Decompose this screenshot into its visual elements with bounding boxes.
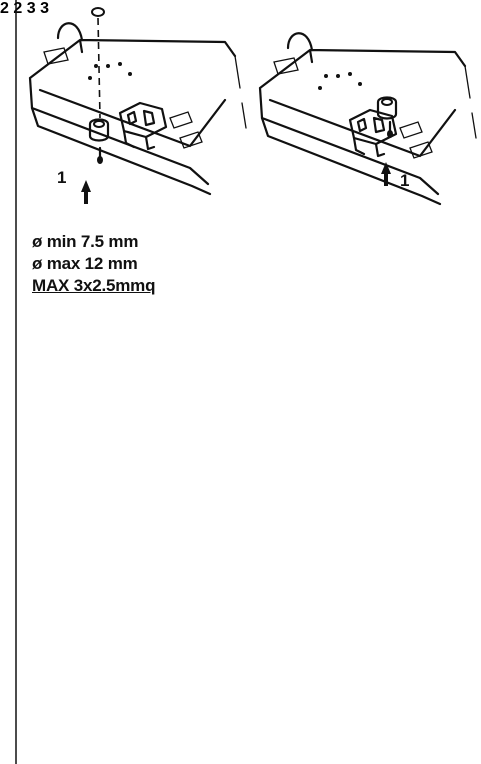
panel-step-2-left: 2 <box>0 0 13 17</box>
min-diameter-spec: ø min 7.5 mm <box>32 232 139 251</box>
step-label: 1 <box>400 171 409 190</box>
panel-step-2-right: 2 <box>13 0 26 17</box>
panel-step-1-right: 1 <box>258 32 478 206</box>
panel-step-3-right: 3 <box>40 0 49 17</box>
step-label: 3 <box>26 0 36 17</box>
spec-pointer: 2 2 3 3 ø min 7.5 mm ø max 12 mm MAX 3 <box>0 0 155 295</box>
step-label: 2 <box>13 0 23 17</box>
conductor-section-spec: MAX 3x2.5mmq <box>32 276 156 295</box>
panel-step-3-left: 3 <box>27 0 40 17</box>
step-label: 3 <box>40 0 49 17</box>
spec-pointer-2: 2 2 3 3 ø min 7.5 mm ø max 12 mm MAX 3 <box>0 0 155 295</box>
step-label: 1 <box>57 168 66 187</box>
panel-step-1-left: 1 <box>28 7 248 204</box>
max-diameter-spec: ø max 12 mm <box>32 254 138 273</box>
step-label: 2 <box>0 0 9 17</box>
